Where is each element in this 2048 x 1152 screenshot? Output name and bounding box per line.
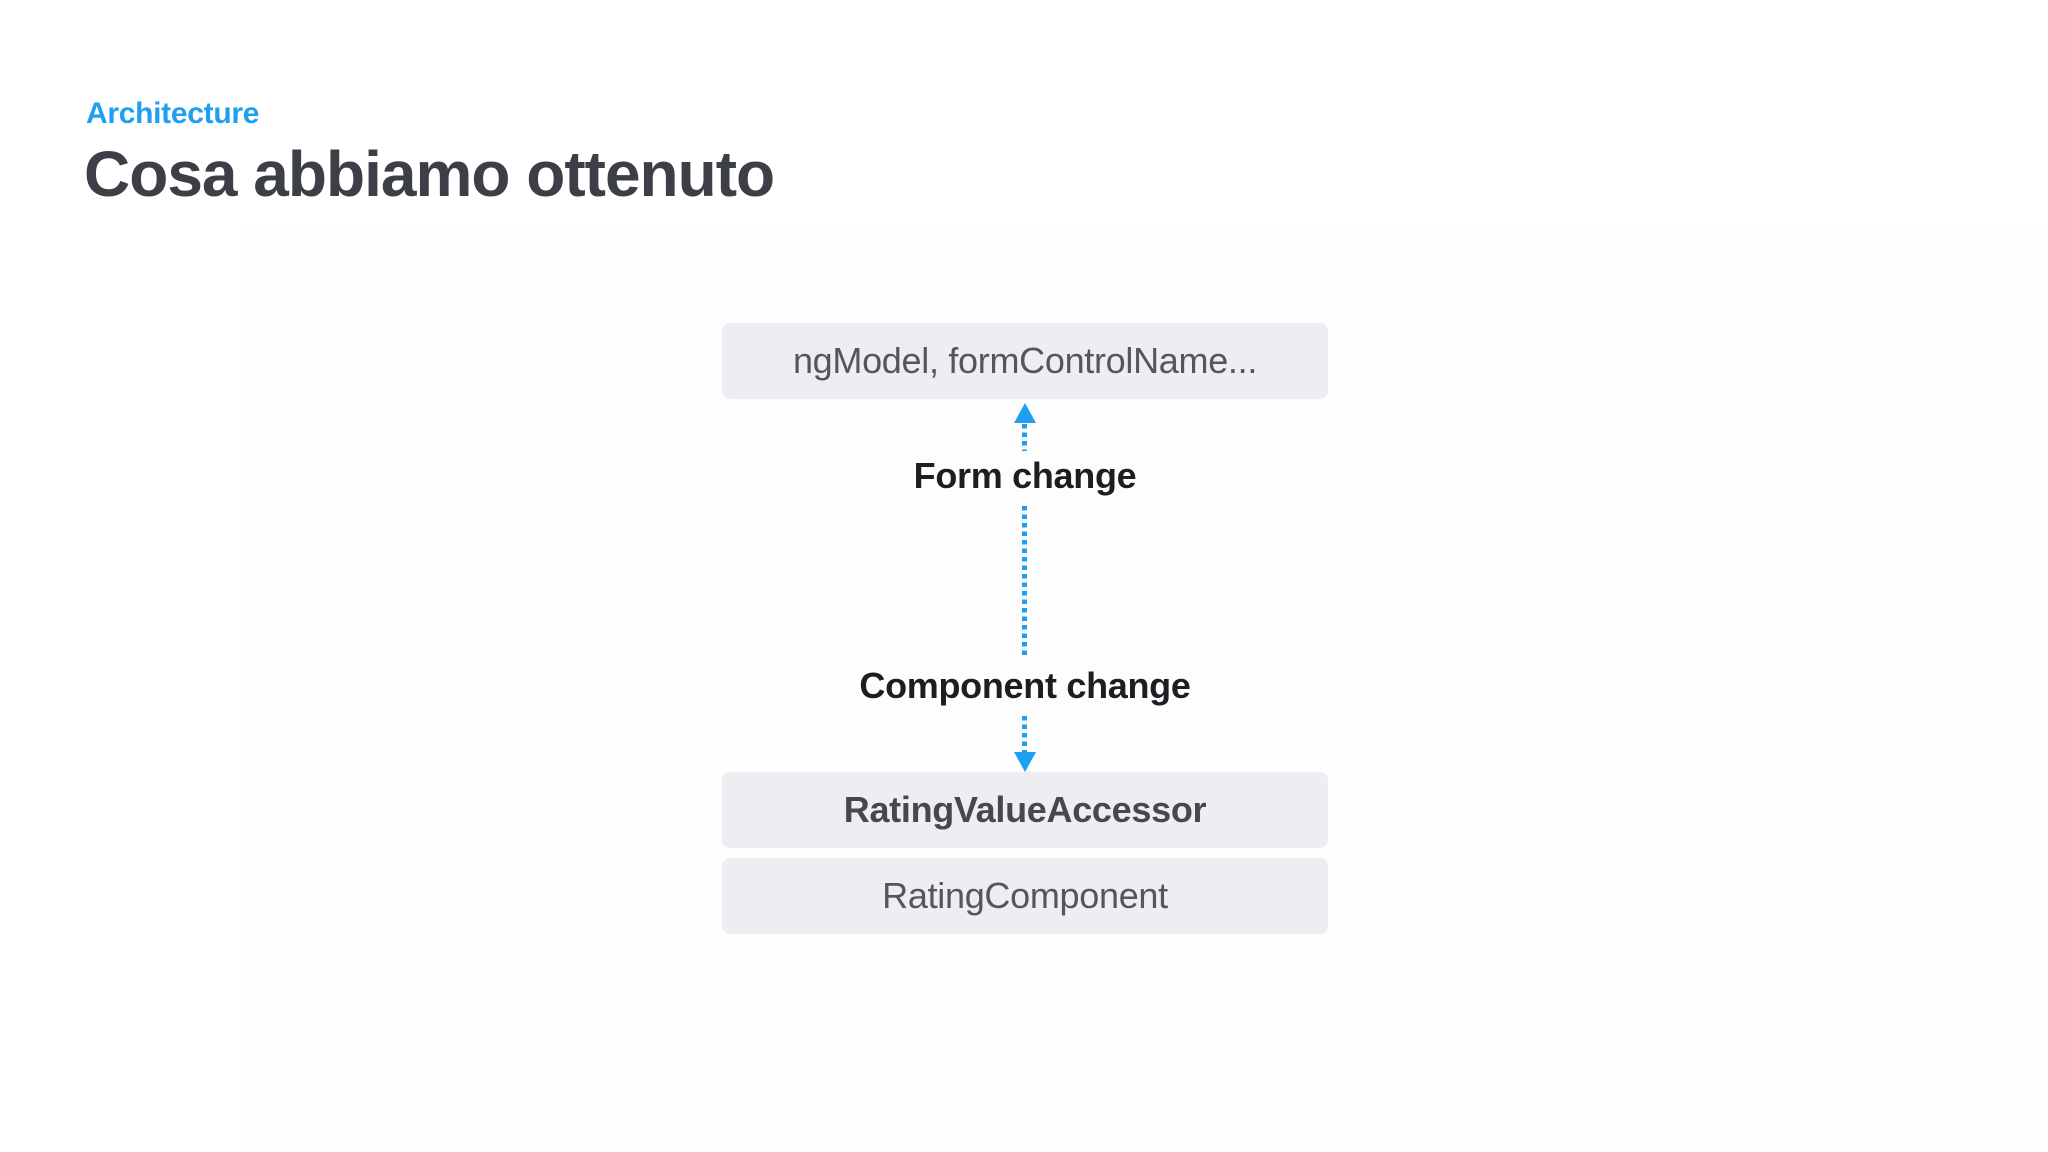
arrowhead-up-icon — [1014, 403, 1036, 423]
slide-kicker: Architecture — [86, 97, 260, 130]
diagram-node-rating-value-accessor: RatingValueAccessor — [722, 772, 1328, 848]
diagram-node-form-directives: ngModel, formControlName... — [722, 323, 1328, 399]
diagram-node-label: RatingValueAccessor — [843, 789, 1207, 830]
diagram-node-rating-component: RatingComponent — [722, 858, 1328, 934]
edge-label-component-change: Component change — [859, 665, 1191, 706]
diagram-node-label: RatingComponent — [882, 875, 1168, 916]
edge-label-form-change: Form change — [913, 455, 1137, 496]
dotted-connector-segment — [1022, 716, 1027, 754]
dotted-connector-segment — [1022, 424, 1027, 451]
diagram-node-label: ngModel, formControlName... — [792, 340, 1258, 381]
dotted-connector-segment — [1022, 506, 1027, 656]
arrowhead-down-icon — [1014, 752, 1036, 772]
page-title: Cosa abbiamo ottenuto — [84, 138, 775, 210]
